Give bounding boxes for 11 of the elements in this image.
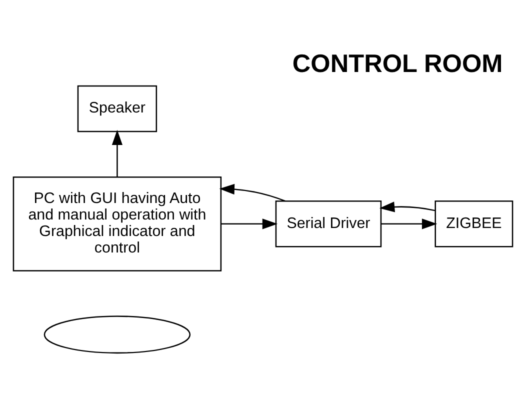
arrow (221, 218, 278, 230)
arrow (112, 130, 123, 177)
node-box: ZIGBEE (434, 200, 514, 248)
node-box: PC with GUI having Auto and manual operation with Graphical indicator and control (12, 176, 222, 272)
node-box: Serial Driver (275, 200, 382, 248)
node-box: Speaker (77, 85, 158, 132)
node-ellipse (44, 316, 191, 354)
arrow (219, 184, 286, 202)
arrow (379, 202, 436, 212)
diagram-title: CONTROL ROOM (292, 50, 503, 78)
arrow (381, 218, 438, 230)
